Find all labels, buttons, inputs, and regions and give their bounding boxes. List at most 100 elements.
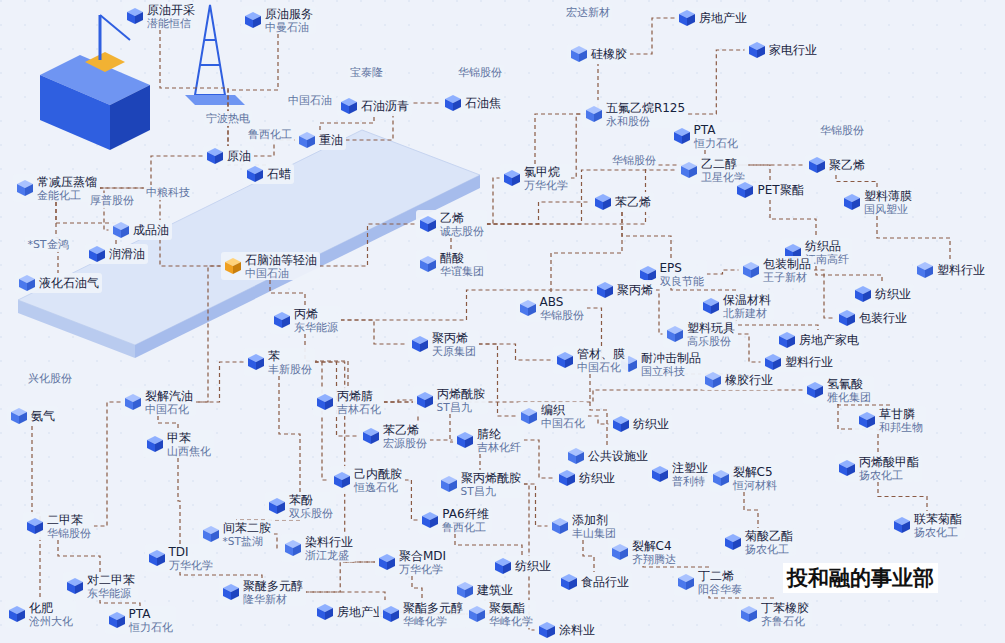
node-text-group: 成品油 xyxy=(133,223,169,237)
product-node: 己内酰胺恒逸石化 xyxy=(330,466,405,494)
product-name: 聚醚多元醇 xyxy=(243,579,303,593)
platform-slab xyxy=(18,130,480,345)
company-name: 华峰化学 xyxy=(489,615,533,627)
node-text-group: 石蜡 xyxy=(267,167,291,181)
product-name: 食品行业 xyxy=(581,575,629,589)
flow-connector xyxy=(100,156,203,188)
product-name: 涂料业 xyxy=(559,623,595,637)
product-node: 耐冲击制品国立科技 xyxy=(617,350,704,378)
product-name: 橡胶行业 xyxy=(725,373,773,387)
company-name: 吉林石化 xyxy=(337,403,381,415)
product-node: 建筑业 xyxy=(453,580,516,600)
product-icon xyxy=(202,525,220,543)
company-name: 万华化学 xyxy=(399,563,443,575)
product-icon xyxy=(411,335,429,353)
product-icon xyxy=(421,511,439,529)
company-name: 鲁西化工 xyxy=(442,521,486,533)
product-name: 纺织业 xyxy=(579,471,615,485)
product-name: 乙二醇 xyxy=(701,157,737,171)
company-name: 齐鲁石化 xyxy=(761,615,805,627)
product-icon xyxy=(538,621,556,639)
node-text-group: 腈纶吉林化纤 xyxy=(477,427,521,453)
node-text-group: 聚醚多元醇隆华新材 xyxy=(243,579,303,605)
product-node: 硅橡胶 xyxy=(567,44,630,64)
node-text-group: 纺织业 xyxy=(633,417,669,431)
flow-connector xyxy=(196,362,244,402)
product-name: 液化石油气 xyxy=(39,276,99,290)
product-name: 纺织业 xyxy=(875,287,911,301)
product-icon xyxy=(247,353,265,371)
product-name: 公共设施业 xyxy=(588,449,648,463)
company-label: 华锦股份 xyxy=(456,65,504,80)
node-text-group: 裂解汽油中国石化 xyxy=(145,389,193,415)
product-icon xyxy=(206,147,224,165)
node-text-group: 塑料玩具高乐股份 xyxy=(687,321,735,347)
node-text-group: 菊酸乙酯扬农化工 xyxy=(745,529,793,555)
node-text-group: 管材、膜中国石化 xyxy=(577,347,625,373)
product-icon xyxy=(838,309,856,327)
product-node: 原油 xyxy=(203,146,254,166)
product-name: 纺织业 xyxy=(633,417,669,431)
flow-connector xyxy=(770,200,816,238)
product-node: 对二甲苯东华能源 xyxy=(63,572,138,600)
product-icon xyxy=(378,553,396,571)
product-node: 纺织业 xyxy=(609,414,672,434)
product-name: PTA xyxy=(694,123,716,137)
product-icon xyxy=(26,517,44,535)
product-node: 管材、膜中国石化 xyxy=(553,346,628,374)
product-name: 成品油 xyxy=(133,223,169,237)
product-icon xyxy=(611,543,629,561)
product-name: 丙烯腈 xyxy=(337,389,373,403)
product-icon xyxy=(444,94,462,112)
product-node: 氯甲烷万华化学 xyxy=(500,164,571,192)
node-text-group: 丙烯腈吉林石化 xyxy=(337,389,381,415)
node-text-group: 纺织业 xyxy=(875,287,911,301)
product-name: 添加剂 xyxy=(572,513,608,527)
product-name: 染料行业 xyxy=(305,535,353,549)
node-text-group: 己内酰胺恒逸石化 xyxy=(354,467,402,493)
company-name: 恒河材料 xyxy=(733,479,777,491)
product-node: PTA恒力石化 xyxy=(105,606,176,634)
product-node: 食品行业 xyxy=(557,572,632,592)
product-name: 乙烯 xyxy=(440,211,464,225)
product-name: 甲苯 xyxy=(167,431,191,445)
company-name: 国风塑业 xyxy=(864,203,908,215)
company-label: 中粮科技 xyxy=(144,185,192,200)
product-name: 丙烯酸甲酯 xyxy=(859,455,919,469)
product-icon xyxy=(596,281,614,299)
node-text-group: 公共设施业 xyxy=(588,449,648,463)
node-text-group: 裂解C4齐翔腾达 xyxy=(632,539,676,565)
product-name: 包装行业 xyxy=(859,311,907,325)
product-name: 腈纶 xyxy=(477,427,501,441)
flow-connector xyxy=(479,344,553,360)
flow-connector xyxy=(320,224,416,266)
flow-connector xyxy=(707,270,739,274)
product-node: PET聚酯 xyxy=(733,180,806,200)
product-name: 聚乙烯 xyxy=(829,158,865,172)
product-node: 联苯菊酯扬农化工 xyxy=(890,511,965,539)
product-node: 润滑油 xyxy=(85,244,148,264)
product-name: 丙烯 xyxy=(294,307,318,321)
product-name: 氨气 xyxy=(31,409,55,423)
product-name: 房地产家电 xyxy=(799,333,859,347)
node-text-group: 聚丙烯天原集团 xyxy=(432,331,476,357)
company-label: 宏达新材 xyxy=(564,5,612,20)
flow-connector xyxy=(571,114,582,178)
product-icon xyxy=(126,7,144,25)
product-node: 丙烯东华能源 xyxy=(270,306,341,334)
node-text-group: EPS双良节能 xyxy=(660,261,704,287)
node-text-group: 包装行业 xyxy=(859,311,907,325)
company-label: 兴化股份 xyxy=(26,371,74,386)
company-name: 齐翔腾达 xyxy=(632,553,676,565)
product-node: 塑料行业 xyxy=(761,352,836,372)
product-icon xyxy=(677,573,695,591)
node-text-group: TDI万华化学 xyxy=(169,545,213,571)
product-icon xyxy=(854,285,872,303)
product-icon xyxy=(124,393,142,411)
company-name: 潜能恒信 xyxy=(147,17,191,29)
product-icon xyxy=(736,181,754,199)
company-name: 王子新材 xyxy=(763,271,807,283)
node-text-group: 塑料行业 xyxy=(785,355,833,369)
product-name: 原油服务 xyxy=(265,7,313,21)
node-text-group: 聚丙烯 xyxy=(617,283,653,297)
